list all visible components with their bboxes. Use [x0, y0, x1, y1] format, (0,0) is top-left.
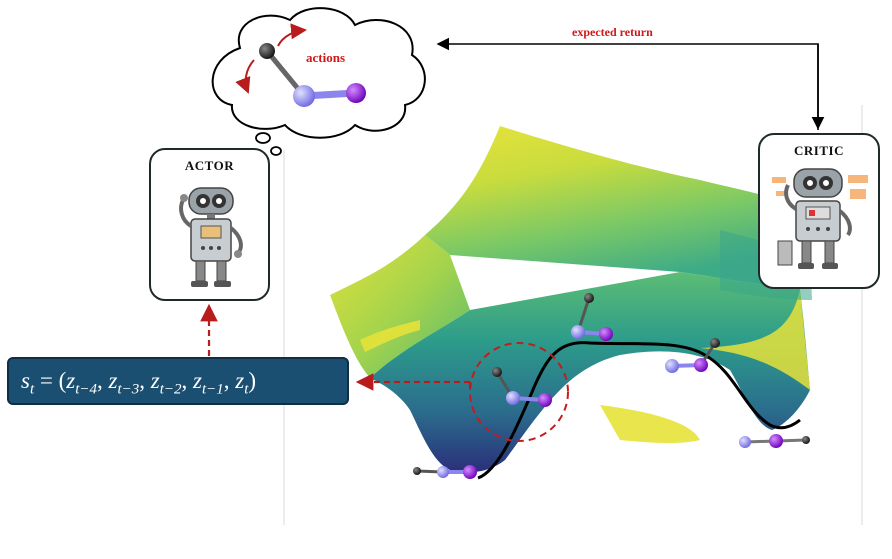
- action-arrow-down: [235, 59, 255, 94]
- state-symbol: s: [21, 368, 30, 393]
- energy-surface: [330, 126, 812, 473]
- state-close: ): [248, 368, 257, 393]
- reaction-path: [477, 341, 801, 480]
- state-term-3: z: [193, 368, 202, 393]
- critic-box: CRITIC: [758, 133, 880, 289]
- state-vector-box: st = (zt−4, zt−3, zt−2, zt−1, zt): [7, 357, 349, 405]
- thought-cloud-icon: [211, 7, 426, 156]
- state-equals: = (: [34, 368, 67, 393]
- state-term-3-sub: t−1: [201, 381, 224, 398]
- state-term-1: z: [108, 368, 118, 393]
- state-subscript: t: [29, 381, 35, 398]
- molecule-peak: [571, 293, 613, 341]
- critic-title: CRITIC: [794, 143, 844, 158]
- state-term-4: z: [235, 368, 245, 393]
- actor-box: ACTOR: [149, 148, 270, 301]
- expected-return-label: expected return: [572, 25, 653, 39]
- molecule-right: [665, 338, 720, 373]
- state-from-environment-arrow: [358, 382, 472, 388]
- molecule-icon: [259, 43, 366, 107]
- expected-return-arrow: [436, 37, 819, 130]
- robot-critic-icon: [772, 168, 868, 269]
- state-term-0: z: [66, 368, 76, 393]
- molecule-bottom-left: [413, 465, 477, 479]
- state-term-2-sub: t−2: [159, 381, 182, 398]
- molecule-in-circle: [492, 367, 552, 407]
- current-state-highlight: [469, 342, 569, 442]
- action-arrow-up: [277, 23, 307, 47]
- actor-title: ACTOR: [184, 158, 235, 173]
- robot-actor-icon: [179, 187, 243, 287]
- state-term-1-sub: t−3: [117, 381, 140, 398]
- state-term-2: z: [150, 368, 160, 393]
- state-term-4-sub: t: [244, 381, 249, 398]
- actions-label: actions: [306, 50, 345, 65]
- state-term-0-sub: t−4: [75, 381, 98, 398]
- molecule-far-right: [739, 434, 810, 448]
